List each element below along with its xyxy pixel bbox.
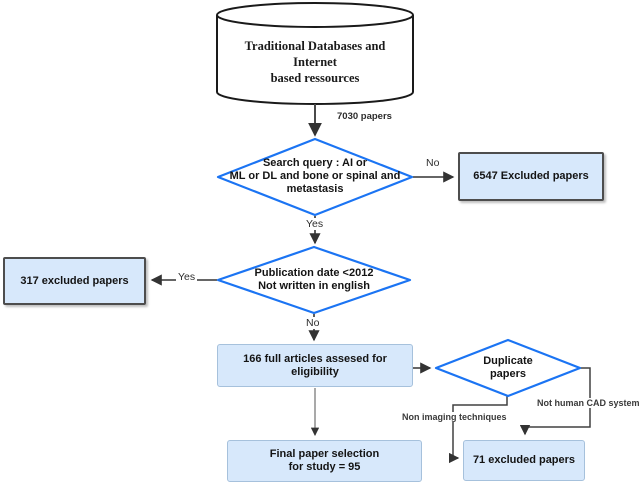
publication-date-diamond (216, 245, 412, 315)
excluded-71-label: 71 excluded papers (472, 454, 576, 466)
no-label-publication: No (304, 317, 322, 329)
not-human-cad-label: Not human CAD system (536, 398, 640, 408)
yes-label-search: Yes (304, 218, 326, 230)
database-label: Traditional Databases and Internet based… (244, 39, 386, 85)
arrow-duplicate-nonimaging-to-excluded71 (448, 396, 508, 464)
excluded-6547-box: 6547 Excluded papers (458, 152, 604, 201)
excluded-317-box: 317 excluded papers (3, 257, 146, 305)
excluded-317-label: 317 excluded papers (20, 274, 129, 287)
final-selection-label: Final paper selection for study = 95 (269, 448, 380, 473)
arrow-duplicate-notcad-to-excluded71 (519, 367, 591, 436)
final-selection-box: Final paper selection for study = 95 (227, 440, 422, 482)
full-articles-label: 166 full articles assesed for eligibilit… (243, 352, 387, 378)
full-articles-box: 166 full articles assesed for eligibilit… (217, 344, 413, 387)
database-cylinder-top (216, 2, 414, 28)
duplicate-papers-label: Duplicate papers (483, 355, 533, 380)
papers-count-label: 7030 papers (337, 111, 392, 122)
publication-date-label: Publication date <2012 Not written in en… (254, 267, 374, 292)
excluded-6547-label: 6547 Excluded papers (473, 170, 589, 182)
non-imaging-label: Non imaging techniques (401, 412, 508, 422)
no-label-search: No (426, 157, 440, 169)
search-query-label: Search query : AI or ML or DL and bone o… (229, 157, 401, 195)
excluded-71-box: 71 excluded papers (463, 440, 585, 481)
duplicate-papers-diamond (434, 338, 582, 398)
yes-label-publication: Yes (176, 271, 198, 283)
search-query-diamond (216, 137, 414, 217)
